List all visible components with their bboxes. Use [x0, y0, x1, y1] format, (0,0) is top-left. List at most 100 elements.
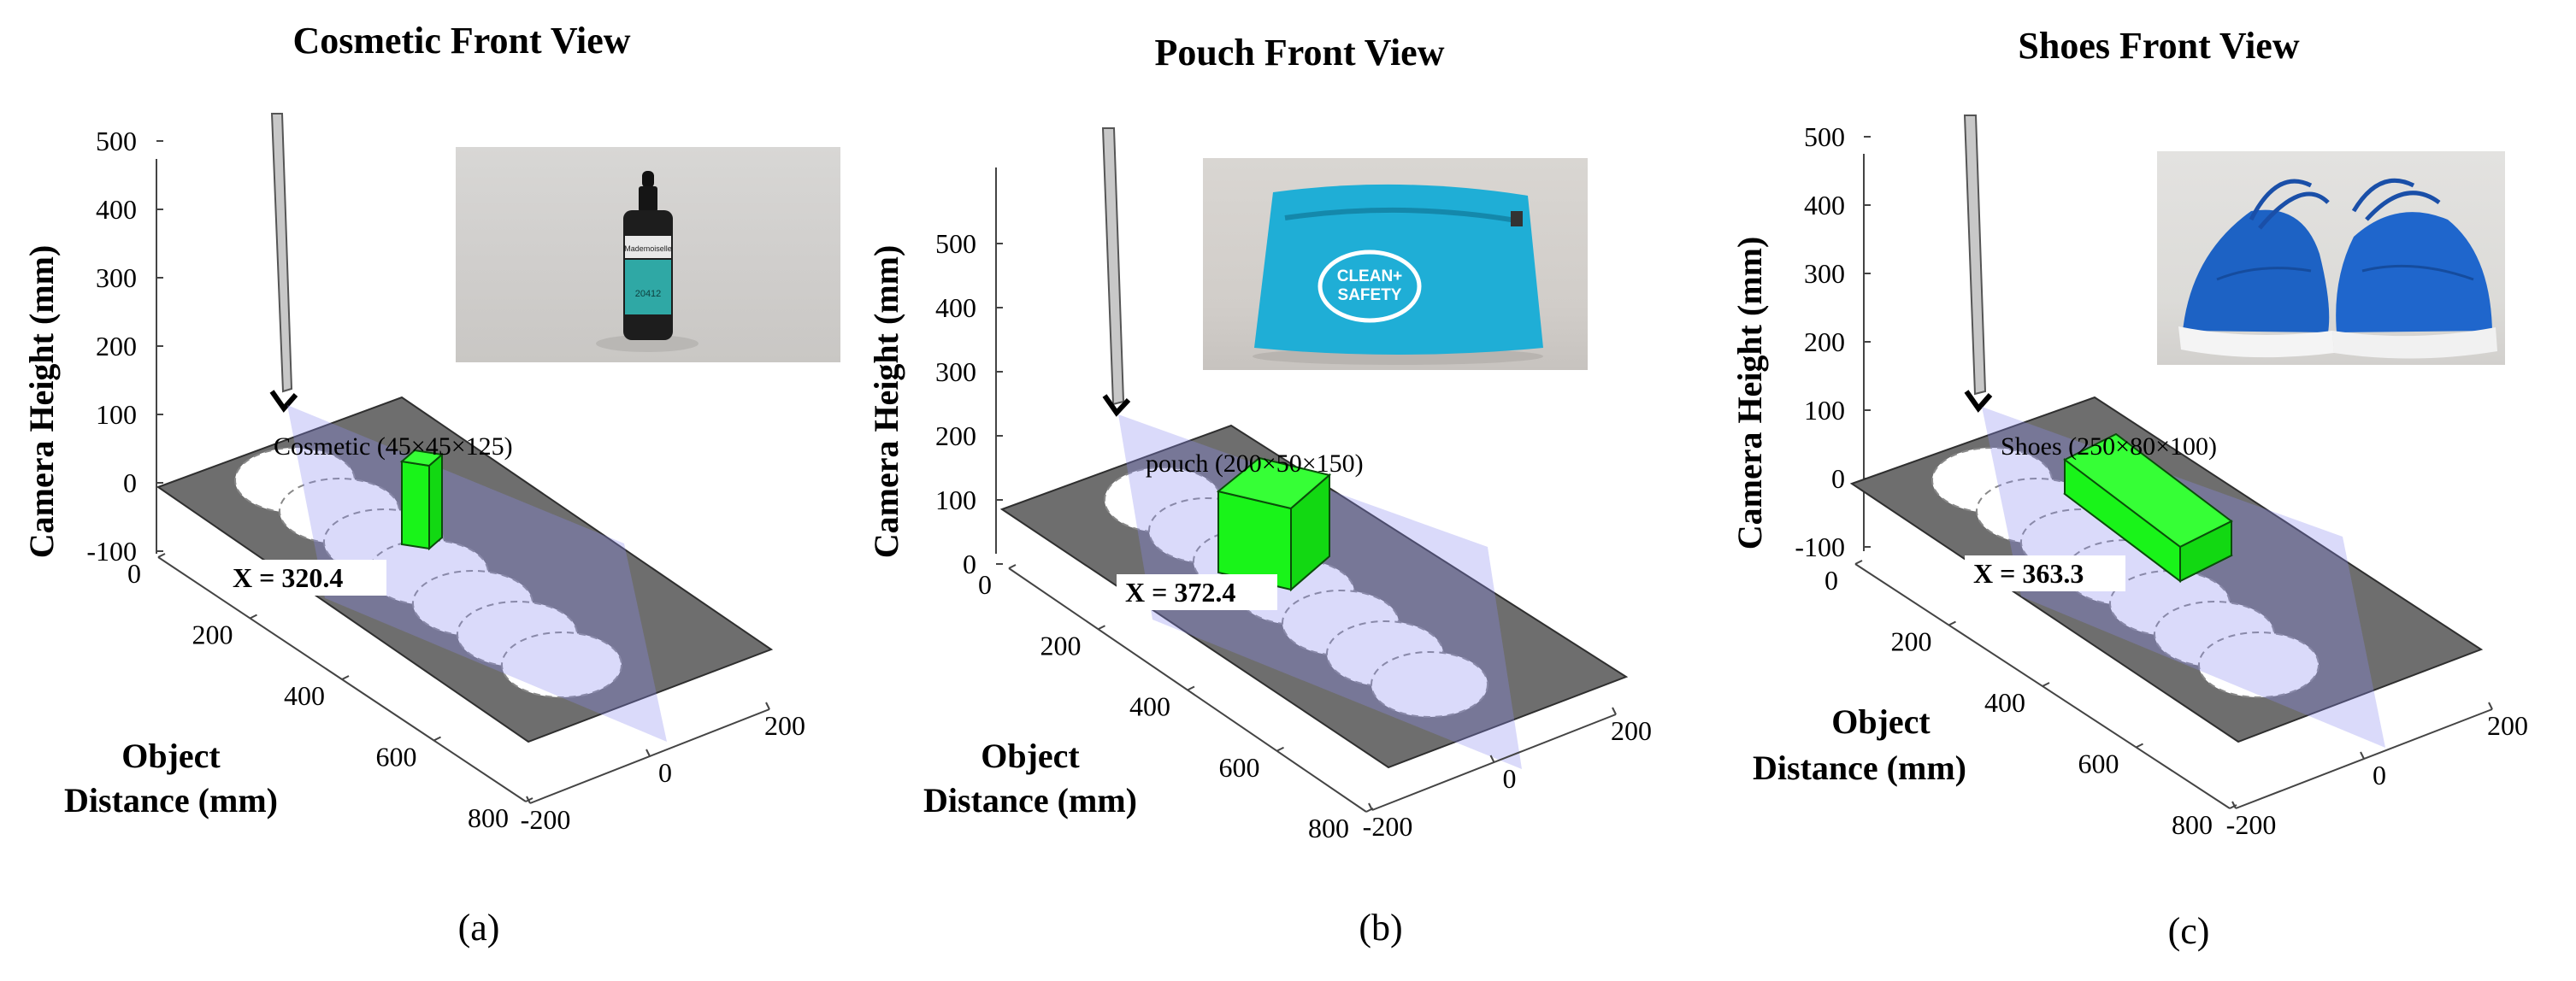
x-tick-label: 200	[764, 710, 805, 741]
object-box	[399, 449, 445, 551]
z-tick-label: -100	[86, 536, 137, 567]
y-tick-label: 0	[978, 569, 992, 600]
y-tick-label: 600	[1219, 752, 1260, 783]
z-tick-label: 100	[96, 399, 137, 430]
y-tick-mark	[433, 736, 441, 742]
y-tick-mark	[341, 675, 350, 680]
placement-circles	[234, 447, 622, 698]
y-axis-label-line2: Distance (mm)	[923, 781, 1137, 819]
x-readout-box	[1965, 555, 2125, 591]
y-tick-mark	[157, 553, 166, 558]
y-tick-label: 0	[1824, 565, 1838, 596]
panel-caption: (c)	[2168, 910, 2210, 952]
x-tick-label: 0	[658, 757, 672, 788]
sneakers-icon	[2178, 178, 2497, 359]
camera-pole	[1101, 127, 1131, 417]
x-axis: 200 0 -200	[521, 702, 805, 835]
placement-circle	[2198, 631, 2320, 698]
z-tick-label: 500	[96, 126, 137, 156]
pouch-text-line1: CLEAN+	[1337, 267, 1403, 285]
x-tick-mark	[645, 749, 651, 757]
y-axis: 0 200 400 600 800	[127, 553, 533, 833]
y-axis: 0 200 400 600 800	[978, 564, 1374, 843]
pouch-text-line2: SAFETY	[1338, 286, 1402, 304]
pouch-photo: CLEAN+ SAFETY	[1203, 158, 1588, 370]
x-readout-box	[1117, 574, 1277, 610]
y-tick-label: 200	[1040, 630, 1082, 661]
y-tick-label: 200	[192, 620, 233, 650]
y-tick-label: 200	[1891, 626, 1932, 657]
bottle-number-text: 20412	[635, 289, 662, 299]
x-tick-mark	[765, 702, 770, 710]
panel-caption: (b)	[1359, 907, 1402, 949]
y-tick-label: 800	[468, 802, 509, 833]
z-axis-label: Camera Height (mm)	[1730, 237, 1769, 550]
x-tick-label: 0	[2373, 760, 2386, 790]
y-tick-mark	[2042, 682, 2050, 687]
z-tick-label: 500	[935, 228, 976, 259]
x-tick-mark	[1489, 755, 1495, 763]
camera-pole	[1963, 115, 1993, 413]
y-axis-label-line1: Object	[121, 737, 221, 775]
z-tick-label: 100	[935, 485, 976, 515]
z-tick-label: 0	[123, 467, 137, 498]
z-tick-label: 300	[935, 356, 976, 387]
y-tick-label: 400	[1129, 691, 1170, 722]
chart-title: Cosmetic Front View	[292, 20, 630, 62]
y-tick-label: 800	[1308, 813, 1349, 843]
y-axis-label-line1: Object	[981, 737, 1080, 775]
z-tick-label: 300	[1804, 258, 1845, 289]
x-readout: X = 363.3	[1973, 558, 2084, 589]
placement-circle	[1371, 651, 1488, 718]
x-readout: X = 320.4	[233, 562, 343, 593]
camera-pole	[269, 113, 298, 413]
x-tick-mark	[1368, 802, 1373, 811]
panel-caption: (a)	[458, 907, 500, 949]
z-tick-label: 0	[1831, 463, 1845, 494]
object-box	[1216, 456, 1332, 592]
z-tick-label: 200	[96, 331, 137, 361]
y-tick-label: 600	[376, 742, 417, 772]
object-box	[2063, 432, 2233, 584]
y-tick-mark	[1948, 620, 1956, 626]
y-tick-mark	[1098, 625, 1105, 631]
y-axis-label-line1: Object	[1831, 702, 1931, 741]
cosmetic-bottle-icon: Mademoiselle 20412	[596, 171, 699, 352]
object-label: Cosmetic (45×45×125)	[274, 432, 513, 461]
x-tick-mark	[2488, 702, 2493, 710]
x-tick-label: -200	[1363, 811, 1413, 842]
x-tick-mark	[526, 796, 531, 804]
z-tick-label: 200	[1804, 326, 1845, 357]
y-tick-label: 400	[284, 680, 325, 711]
y-tick-label: 400	[1984, 687, 2025, 718]
x-tick-label: -200	[521, 804, 571, 835]
y-tick-mark	[2136, 743, 2143, 749]
z-tick-label: 200	[935, 420, 976, 451]
cosmetic-scene-plot: Cosmetic Front View 5004003002001000-100…	[22, 20, 805, 949]
y-axis-label-line2: Distance (mm)	[64, 781, 278, 819]
x-tick-label: 200	[1611, 715, 1652, 746]
x-tick-mark	[2360, 751, 2365, 760]
z-tick-label: 100	[1804, 395, 1845, 426]
z-tick-label: 0	[963, 549, 976, 579]
y-tick-label: 0	[127, 558, 141, 589]
y-tick-mark	[1008, 564, 1017, 569]
y-tick-mark	[250, 614, 257, 620]
z-tick-label: -100	[1795, 532, 1845, 562]
x-tick-label: 200	[2487, 710, 2528, 741]
y-tick-mark	[1187, 685, 1195, 691]
y-tick-mark	[1854, 560, 1863, 565]
x-readout: X = 372.4	[1125, 577, 1235, 608]
z-axis-label: Camera Height (mm)	[22, 245, 61, 559]
x-tick-mark	[2231, 801, 2237, 809]
x-readout-box	[224, 560, 386, 596]
z-tick-label: 400	[935, 292, 976, 323]
object-label: Shoes (250×80×100)	[2001, 432, 2217, 461]
y-tick-label: 800	[2172, 809, 2213, 840]
y-axis-label-line2: Distance (mm)	[1753, 749, 1966, 787]
z-axis: 500 400 300 200 100 0	[935, 167, 1003, 579]
